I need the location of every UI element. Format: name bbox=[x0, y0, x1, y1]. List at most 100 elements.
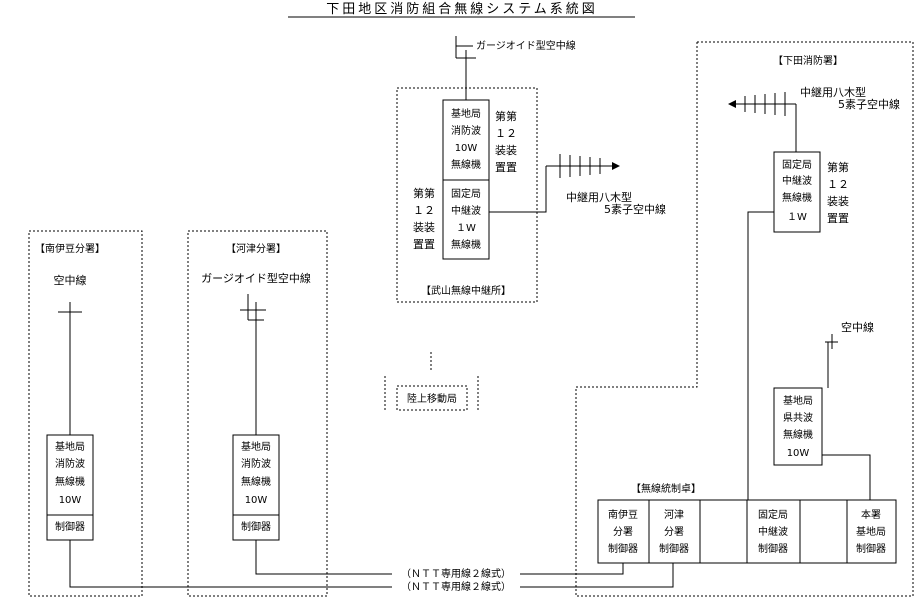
console-unit-minamiizu: 南伊豆 分署 制御器 bbox=[608, 508, 638, 555]
mobile-station bbox=[384, 376, 479, 412]
svg-text:制御器: 制御器 bbox=[758, 542, 788, 555]
svg-text:消防波: 消防波 bbox=[241, 457, 271, 470]
shimoda-base-to-console-line bbox=[822, 454, 871, 500]
ntt-line-label-2: （ＮＴＴ専用線２線式） bbox=[401, 580, 511, 593]
svg-text:基地局: 基地局 bbox=[783, 394, 813, 407]
minamiizu-radio-label: 基地局 消防波 無線機 10W bbox=[55, 440, 85, 506]
ground-plane-antenna-icon bbox=[455, 36, 476, 100]
svg-text:制御器: 制御器 bbox=[608, 542, 638, 555]
shimoda-fixed-to-console-line bbox=[747, 211, 774, 500]
svg-text:10W: 10W bbox=[787, 448, 810, 459]
shimoda-fixed-radio-label: 固定局 中継波 無線機 １W bbox=[782, 158, 812, 223]
svg-text:装装: 装装 bbox=[495, 144, 517, 157]
shimoda-relay-antenna-label-1: 中継用八木型 bbox=[800, 85, 866, 99]
svg-text:基地局: 基地局 bbox=[241, 440, 271, 453]
ground-plane-antenna-icon bbox=[58, 302, 82, 435]
shimoda-fixed-radio bbox=[773, 151, 821, 233]
svg-text:装装: 装装 bbox=[827, 195, 849, 208]
shimoda-base-radio bbox=[773, 387, 823, 466]
minamiizu-radio bbox=[46, 434, 94, 541]
kawazu-ctrl-label: 制御器 bbox=[241, 520, 271, 533]
svg-text:分署: 分署 bbox=[664, 526, 684, 538]
svg-text:基地局: 基地局 bbox=[55, 440, 85, 453]
shimoda-fixed-side-label: 第第 １２ 装装 置置 bbox=[827, 160, 849, 225]
svg-text:第第: 第第 bbox=[827, 160, 849, 174]
console-unit-kawazu: 河津 分署 制御器 bbox=[659, 509, 689, 555]
svg-text:県共波: 県共波 bbox=[783, 411, 813, 424]
shimoda-base-antenna-label: 空中線 bbox=[841, 320, 874, 334]
svg-text:中継波: 中継波 bbox=[451, 204, 481, 217]
takeyama-fixed-side-label: 第第 １２ 装装 置置 bbox=[413, 186, 435, 251]
kawazu-site-boundary bbox=[187, 230, 328, 597]
svg-text:消防波: 消防波 bbox=[451, 124, 481, 137]
svg-text:基地局: 基地局 bbox=[856, 525, 886, 538]
console-unit-fixed: 固定局 中継波 制御器 bbox=[758, 508, 788, 555]
svg-text:消防波: 消防波 bbox=[55, 457, 85, 470]
svg-text:置置: 置置 bbox=[413, 238, 435, 251]
svg-text:10W: 10W bbox=[455, 143, 478, 154]
ntt-line-label-1: （ＮＴＴ専用線２線式） bbox=[401, 567, 511, 580]
svg-text:１W: １W bbox=[456, 223, 476, 234]
svg-text:置置: 置置 bbox=[495, 161, 517, 174]
minamiizu-site-label: 【南伊豆分署】 bbox=[35, 242, 105, 255]
svg-text:無線機: 無線機 bbox=[451, 158, 481, 171]
svg-text:固定局: 固定局 bbox=[758, 508, 788, 521]
svg-text:１W: １W bbox=[787, 212, 807, 223]
svg-text:１２: １２ bbox=[827, 178, 849, 191]
minamiizu-ctrl-label: 制御器 bbox=[55, 520, 85, 533]
ntt-line-minamiizu bbox=[69, 540, 674, 588]
takeyama-site-boundary bbox=[396, 87, 538, 303]
svg-text:南伊豆: 南伊豆 bbox=[608, 508, 638, 521]
svg-text:10W: 10W bbox=[245, 495, 268, 506]
svg-text:分署: 分署 bbox=[613, 526, 633, 538]
shimoda-base-radio-label: 基地局 県共波 無線機 10W bbox=[783, 394, 813, 459]
takeyama-top-antenna-label: ガージオイド型空中線 bbox=[476, 39, 576, 52]
svg-text:制御器: 制御器 bbox=[659, 542, 689, 555]
svg-text:無線機: 無線機 bbox=[782, 191, 812, 204]
svg-text:無線機: 無線機 bbox=[451, 238, 481, 251]
svg-text:無線機: 無線機 bbox=[241, 475, 271, 488]
svg-text:無線機: 無線機 bbox=[55, 475, 85, 488]
kawazu-radio-label: 基地局 消防波 無線機 10W bbox=[241, 440, 271, 506]
svg-text:制御器: 制御器 bbox=[856, 542, 886, 555]
svg-text:10W: 10W bbox=[59, 495, 82, 506]
svg-text:基地局: 基地局 bbox=[451, 107, 481, 120]
takeyama-base-radio-label: 基地局 消防波 10W 無線機 bbox=[451, 107, 481, 171]
svg-text:固定局: 固定局 bbox=[451, 187, 481, 200]
svg-text:無線機: 無線機 bbox=[783, 428, 813, 441]
console-unit-main: 本署 基地局 制御器 bbox=[856, 508, 886, 555]
svg-text:中継波: 中継波 bbox=[782, 174, 812, 187]
kawazu-radio bbox=[232, 434, 280, 541]
takeyama-fixed-radio-label: 固定局 中継波 １W 無線機 bbox=[451, 187, 481, 251]
yagi-antenna-icon bbox=[546, 154, 620, 178]
takeyama-base-side-label: 第第 １２ 装装 置置 bbox=[495, 109, 517, 174]
svg-text:第第: 第第 bbox=[495, 109, 517, 123]
ground-plane-antenna-icon bbox=[240, 294, 266, 435]
takeyama-relay-antenna-label-2: 5素子空中線 bbox=[604, 202, 666, 216]
svg-text:本署: 本署 bbox=[861, 508, 881, 521]
svg-text:１２: １２ bbox=[413, 204, 435, 217]
kawazu-antenna-label: ガージオイド型空中線 bbox=[201, 271, 311, 285]
minamiizu-antenna-label: 空中線 bbox=[54, 273, 87, 287]
svg-text:第第: 第第 bbox=[413, 186, 435, 200]
svg-text:装装: 装装 bbox=[413, 221, 435, 234]
takeyama-fixed-radio bbox=[442, 179, 490, 260]
svg-text:固定局: 固定局 bbox=[782, 158, 812, 171]
svg-text:１２: １２ bbox=[495, 127, 517, 140]
svg-text:置置: 置置 bbox=[827, 212, 849, 225]
svg-text:中継波: 中継波 bbox=[758, 525, 788, 538]
kawazu-site-label: 【河津分署】 bbox=[226, 243, 286, 255]
shimoda-relay-antenna-label-2: 5素子空中線 bbox=[838, 97, 900, 111]
takeyama-site-label: 【武山無線中継所】 bbox=[421, 284, 511, 297]
takeyama-feed-line bbox=[489, 166, 547, 213]
svg-text:河津: 河津 bbox=[664, 509, 684, 521]
mobile-station-label: 陸上移動局 bbox=[407, 392, 457, 405]
minamiizu-site-boundary bbox=[28, 230, 143, 597]
shimoda-site-label: 【下田消防署】 bbox=[773, 54, 843, 67]
ground-plane-antenna-icon bbox=[825, 334, 838, 388]
yagi-antenna-icon bbox=[728, 92, 797, 152]
shimoda-site-boundary bbox=[575, 41, 914, 597]
diagram-title: 下田地区消防組合無線システム系統図 bbox=[326, 1, 598, 17]
takeyama-relay-antenna-label-1: 中継用八木型 bbox=[566, 190, 632, 204]
control-console bbox=[597, 499, 897, 564]
